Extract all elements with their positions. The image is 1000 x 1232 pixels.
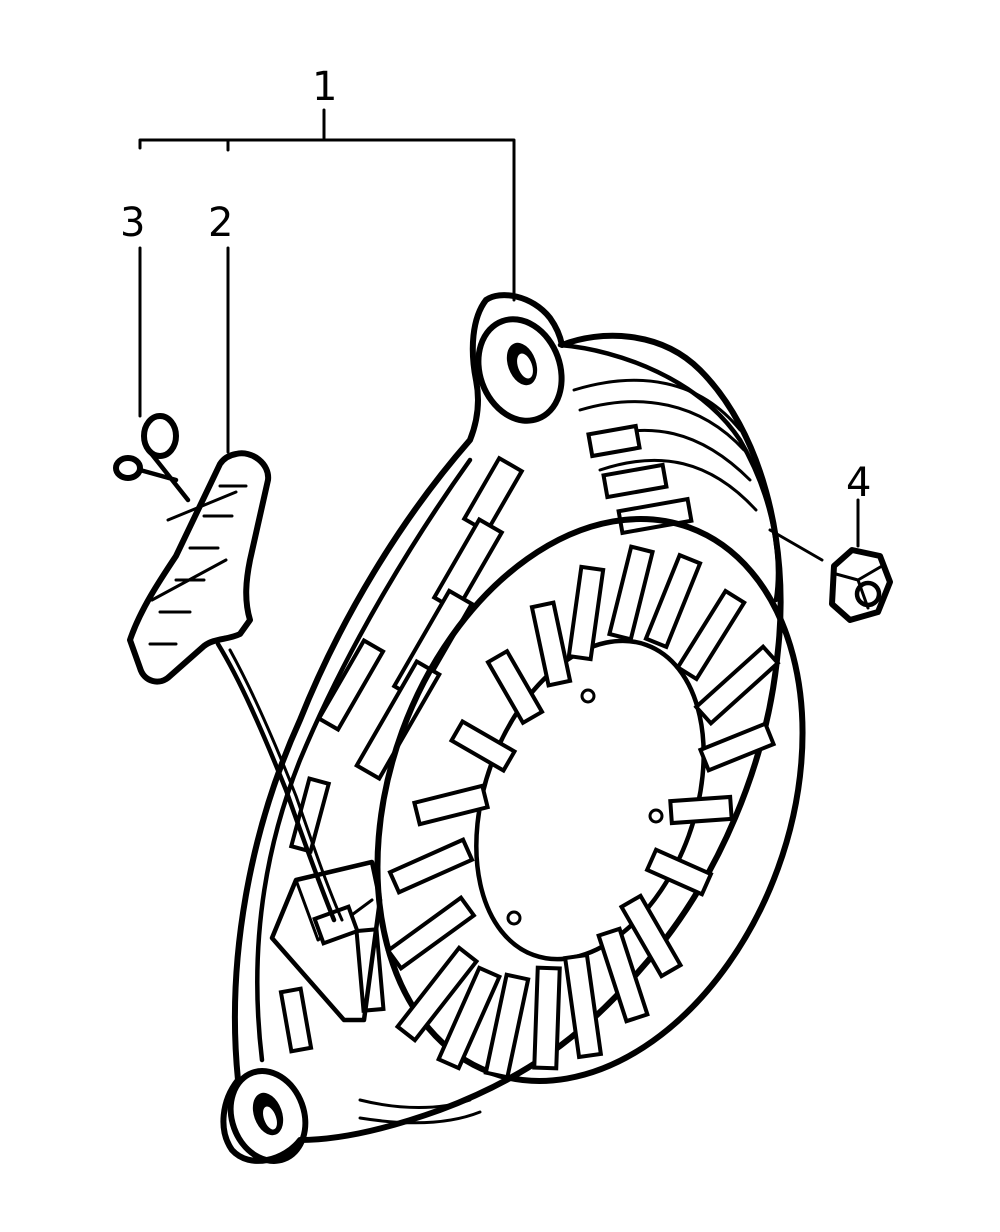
flange-nut: [829, 547, 893, 623]
leader-line-4: [768, 498, 860, 562]
starter-grip-body: [127, 450, 272, 685]
hub-hole-top: [580, 688, 596, 704]
callout-label-4: 4: [846, 460, 871, 506]
housing-inner-rim: [255, 457, 473, 1063]
top-mounting-ear: [475, 316, 565, 424]
leader-bracket-1: [138, 108, 516, 302]
callout-label-3: 3: [120, 200, 145, 246]
pulley-vent-slots: [385, 544, 781, 1080]
starter-rope: [215, 641, 337, 923]
flange-nut-bore: [854, 580, 882, 608]
clip-ring-lower: [113, 455, 143, 481]
callout-label-2: 2: [208, 200, 233, 246]
rope-knot-clip: [113, 413, 191, 503]
hub-hole-bottom: [506, 910, 522, 926]
recoil-starter-housing: [220, 292, 784, 1164]
starter-grip: [127, 450, 272, 685]
leader-lines: [138, 108, 860, 562]
rope-guide-bracket: [269, 859, 383, 1023]
clip-ring-upper: [141, 413, 179, 459]
bottom-mounting-ear: [227, 1068, 309, 1164]
housing-side-slots: [278, 423, 694, 1054]
flange-nut-body: [829, 547, 893, 623]
callout-label-1: 1: [312, 64, 337, 110]
housing-back-rim: [557, 342, 781, 603]
hub-hole-right: [648, 808, 664, 824]
